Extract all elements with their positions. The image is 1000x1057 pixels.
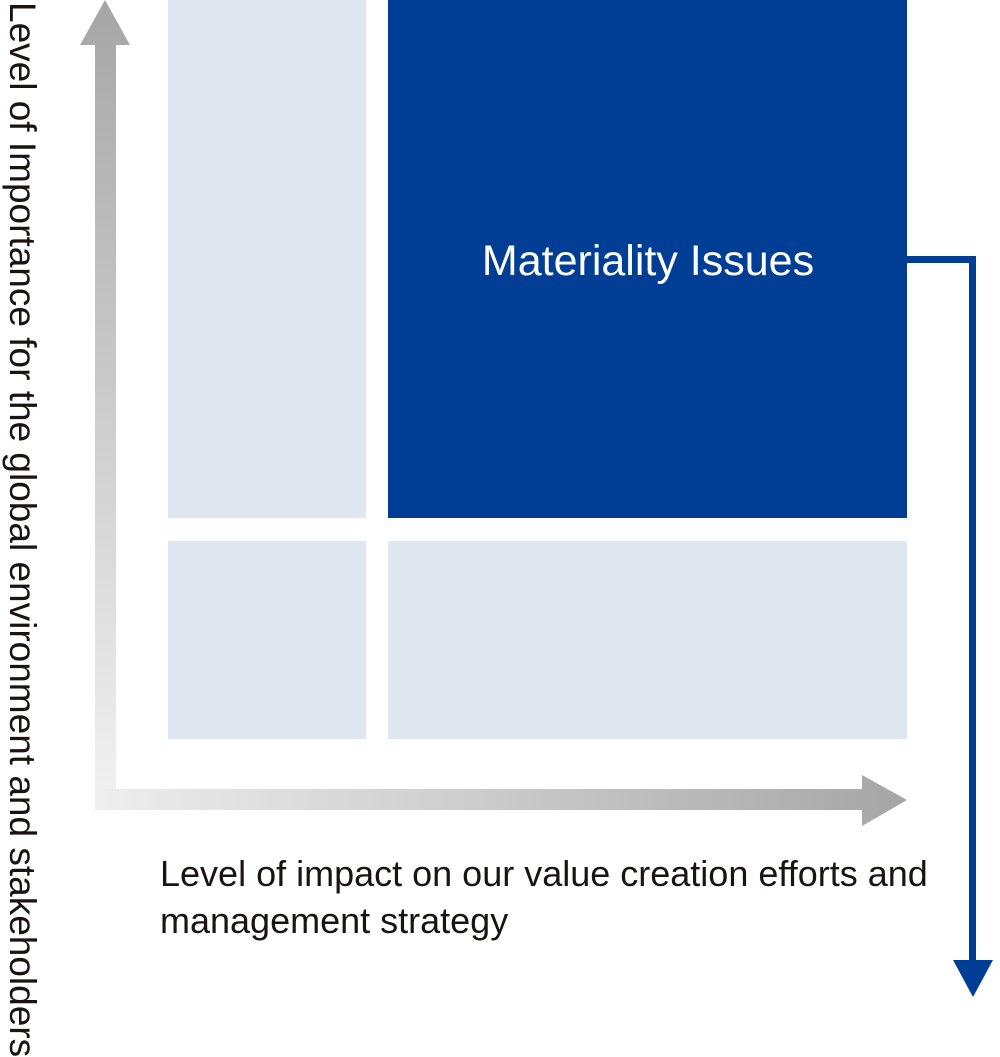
y-axis-label: Level of Importance for the global envir… — [2, 2, 43, 1057]
quadrant-bottom-right — [388, 541, 907, 739]
axes-arrows — [80, 0, 993, 997]
y-axis-arrow — [80, 0, 130, 810]
quadrant-bottom-left — [168, 541, 366, 739]
materiality-connector-arrow — [907, 256, 976, 963]
quadrant-top-right-materiality — [388, 0, 907, 518]
connector-arrowhead — [953, 960, 993, 997]
quadrant-top-left — [168, 0, 366, 518]
x-axis-label: Level of impact on our value creation ef… — [160, 853, 928, 941]
x-axis-arrow — [95, 775, 907, 826]
materiality-issues-label: Materiality Issues — [481, 237, 815, 285]
